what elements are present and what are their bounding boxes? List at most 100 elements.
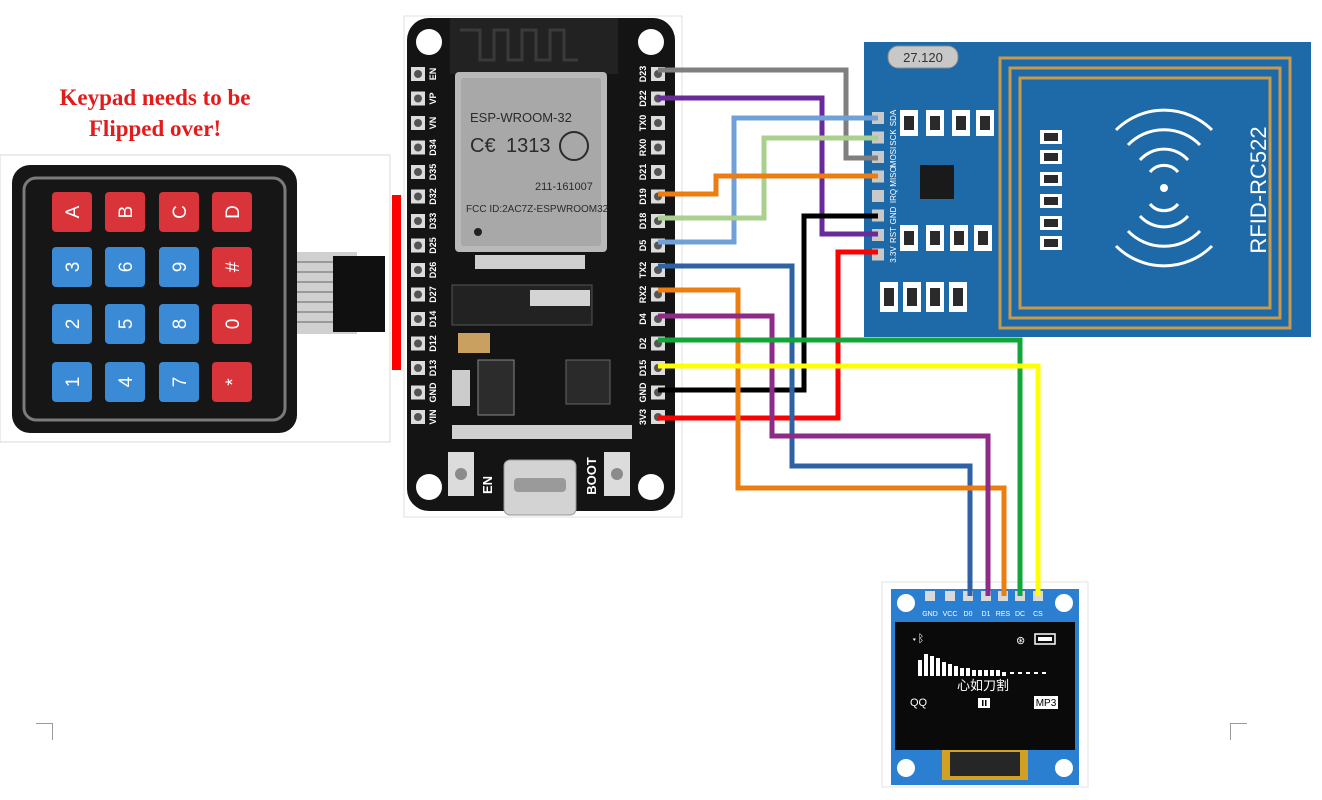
keypad-key-face (212, 362, 252, 402)
keypad-key-face (105, 304, 145, 344)
wire-light-blue (658, 115, 878, 245)
voltage-regulator (477, 359, 515, 416)
keypad-key-face (105, 192, 145, 232)
esp32-right-pin-label: D19 (638, 188, 648, 205)
wire-red (658, 249, 878, 421)
rfid-crystal (887, 45, 959, 69)
esp32-right-pin-label: D2 (638, 338, 648, 350)
oled-pin-label: D0 (964, 611, 973, 618)
oled-pin-label: D1 (982, 611, 991, 618)
rfid-pin-label: MOSI (889, 147, 898, 167)
keypad-key[interactable]: 1 (52, 362, 92, 402)
keypad-key-label: # (223, 261, 244, 272)
rfid-smd-components (880, 110, 1062, 312)
keypad-key-face (52, 362, 92, 402)
battery-icon (1034, 633, 1056, 645)
warning-note-line1: Keypad needs to be (59, 85, 251, 110)
keypad-key-face (159, 362, 199, 402)
esp32-left-pin-label: VN (428, 117, 438, 130)
keypad-key[interactable]: 0 (212, 304, 252, 344)
keypad-key[interactable]: 2 (52, 304, 92, 344)
keypad-key[interactable]: A (52, 192, 92, 232)
esp32-left-pin-label: D26 (428, 262, 438, 279)
keypad-key-label: A (63, 205, 84, 218)
keypad-key-face (212, 247, 252, 287)
tantalum-cap (458, 333, 490, 353)
keypad-key-face (52, 192, 92, 232)
esp32-right-pin-label: TX2 (638, 262, 648, 279)
keypad-outline (22, 176, 287, 422)
mp3-label: MP3 (1036, 698, 1057, 709)
rfid-signal-icon (1114, 108, 1214, 268)
model-code: 211-161007 (535, 181, 593, 193)
wire-black (658, 213, 878, 393)
equalizer-icon (918, 654, 1046, 676)
fcc-id: FCC ID:2AC7Z-ESPWROOM32 (466, 204, 609, 215)
keypad-key-face (159, 192, 199, 232)
rfid-pin-label: RST (889, 227, 898, 243)
keypad-key-face (105, 247, 145, 287)
pause-icon (978, 698, 990, 708)
rfid-pin-label: 3.3V (889, 246, 898, 263)
keypad-key[interactable]: 9 (159, 247, 199, 287)
esp32-right-pin-label: D22 (638, 90, 648, 107)
qq-label: QQ (910, 697, 928, 709)
keypad-key[interactable]: * (212, 362, 252, 402)
wire-orange-top (658, 173, 878, 197)
esp32-right-pin-label: D21 (638, 164, 648, 181)
keypad-key-label: 6 (116, 262, 137, 273)
keypad-key-face (212, 192, 252, 232)
keypad-key[interactable]: C (159, 192, 199, 232)
esp32-left-pin-label: EN (428, 68, 438, 81)
keypad-key[interactable]: 4 (105, 362, 145, 402)
usb-uart-chip (565, 359, 611, 405)
esp32-board: ESP-WROOM-32 C€ 1313 211-161007 FCC ID:2… (403, 15, 683, 518)
keypad-key-face (52, 247, 92, 287)
page-corner-mark-left (36, 723, 53, 740)
oled-pin-label: DC (1015, 611, 1025, 618)
keypad-key[interactable]: 8 (159, 304, 199, 344)
esp32-right-pin-label: RX2 (638, 286, 648, 304)
keypad-key[interactable]: D (212, 192, 252, 232)
esp32-left-pin-label: VP (428, 92, 438, 104)
page-corner-mark-right (1230, 723, 1247, 740)
keypad-key-label: 8 (170, 319, 191, 330)
wire-orange-bottom (658, 287, 1007, 596)
mount-hole-br (638, 474, 664, 500)
song-title: 心如刀割 (957, 678, 1009, 694)
esp32-left-pin-label: D13 (428, 360, 438, 377)
keypad-key-face (159, 304, 199, 344)
ce-mark: C€ (470, 135, 496, 157)
esp32-left-pin-label: D27 (428, 286, 438, 303)
keypad-key-label: 5 (116, 319, 137, 330)
keypad-key-label: 9 (170, 262, 191, 273)
esp32-left-pin-label: D25 (428, 237, 438, 254)
mount-hole-tl (416, 29, 442, 55)
keypad-key[interactable]: 3 (52, 247, 92, 287)
esp32-left-pin-label: D12 (428, 335, 438, 352)
esp32-left-pin-label: GND (428, 382, 438, 403)
keypad-key-label: 3 (63, 262, 84, 273)
keypad-key[interactable]: 6 (105, 247, 145, 287)
wire-gray (658, 67, 878, 161)
keypad-key[interactable]: 5 (105, 304, 145, 344)
keypad-key[interactable]: 7 (159, 362, 199, 402)
module-name: ESP-WROOM-32 (470, 110, 572, 125)
mount-hole-bl (416, 474, 442, 500)
alarm-icon: ⊛ (1016, 635, 1025, 647)
keypad-key-label: 2 (63, 319, 84, 330)
esp32-right-pin-label: D4 (638, 313, 648, 325)
ce-code: 1313 (506, 135, 551, 157)
keypad-key[interactable]: B (105, 192, 145, 232)
ribbon-traces (297, 261, 336, 323)
esp32-right-pin-label: D15 (638, 360, 648, 377)
esp32-left-pin-label: D33 (428, 213, 438, 230)
keypad-key[interactable]: # (212, 247, 252, 287)
keypad-key-label: 0 (223, 319, 244, 330)
esp32-right-pin-label: RX0 (638, 139, 648, 157)
antenna-area (450, 18, 618, 74)
keypad-key-label: C (170, 205, 191, 219)
esp32-right-pin-label: GND (638, 382, 648, 403)
rfid-pin-label: IRQ (889, 189, 898, 203)
crystal-label: 27.120 (903, 50, 943, 65)
